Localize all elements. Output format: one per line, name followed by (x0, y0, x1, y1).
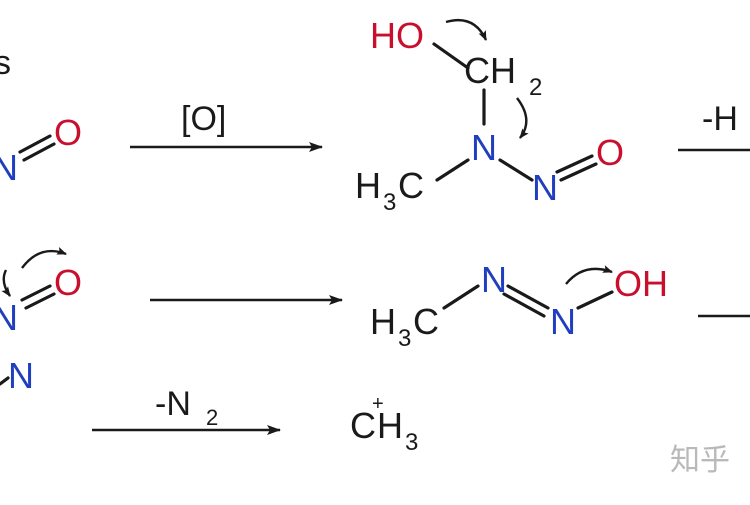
loss-of-n2-subscript: 2 (206, 405, 218, 430)
diazo-methyl-h: H (370, 301, 396, 342)
diazo-methyl-c: C (413, 301, 439, 342)
left-low-bond (0, 376, 10, 386)
left-top-no-bond (18, 134, 52, 154)
left-edge-mark: s (0, 44, 11, 82)
cation-carbon: C (350, 405, 376, 446)
hydroxyl-group: HO (370, 15, 424, 56)
left-top-no-double-bond (22, 142, 56, 162)
n-n-double-bond-b (502, 292, 546, 318)
diazo-curly-arrow (565, 265, 613, 285)
ho-ch2-bond (432, 42, 470, 70)
methyl-subscript: 3 (383, 189, 396, 216)
n-n-double-bond-a (506, 284, 550, 310)
n-n-bond (498, 158, 534, 182)
nitroso-double-bond (559, 162, 598, 182)
diazo-nitrogen-2: N (550, 301, 576, 342)
left-mid-no-bond (20, 284, 52, 302)
nitroso-nitrogen: N (532, 167, 558, 208)
methylene-curly-arrow (516, 97, 529, 139)
cation-hydrogen: H (377, 405, 403, 446)
nitroso-bond (555, 154, 594, 174)
left-top-oxygen: O (54, 112, 82, 153)
nitroso-oxygen: O (596, 132, 624, 173)
left-low-nitrogen: N (8, 355, 34, 396)
methylene-carbon: CH (464, 50, 516, 91)
cation-subscript: 3 (405, 429, 418, 456)
elimination-label: -H (702, 100, 738, 138)
left-mid-nitrogen: N (0, 297, 18, 338)
methylene-subscript: 2 (529, 74, 542, 101)
oxidation-label: [O] (181, 100, 226, 138)
methyl-h: H (355, 165, 381, 206)
left-mid-oxygen: O (54, 262, 82, 303)
left-top-nitrogen: N (0, 147, 18, 188)
methyl-n1-bond (442, 284, 480, 310)
n-oh-bond (576, 290, 614, 310)
loss-of-n2-label: -N (155, 385, 191, 423)
diazo-hydroxyl: OH (614, 263, 668, 304)
watermark-zhihu: 知乎 (670, 444, 730, 477)
methyl-c: C (398, 165, 424, 206)
hydroxyl-curly-arrow (445, 18, 488, 41)
left-mid-curly-arrow-2 (1, 269, 11, 297)
diazo-methyl-subscript: 3 (398, 325, 411, 352)
central-nitrogen: N (471, 127, 497, 168)
methyl-n-bond (435, 158, 470, 182)
left-mid-no-double-bond (24, 292, 56, 310)
cation-charge: + (372, 393, 384, 415)
left-mid-curly-arrow (21, 247, 67, 269)
